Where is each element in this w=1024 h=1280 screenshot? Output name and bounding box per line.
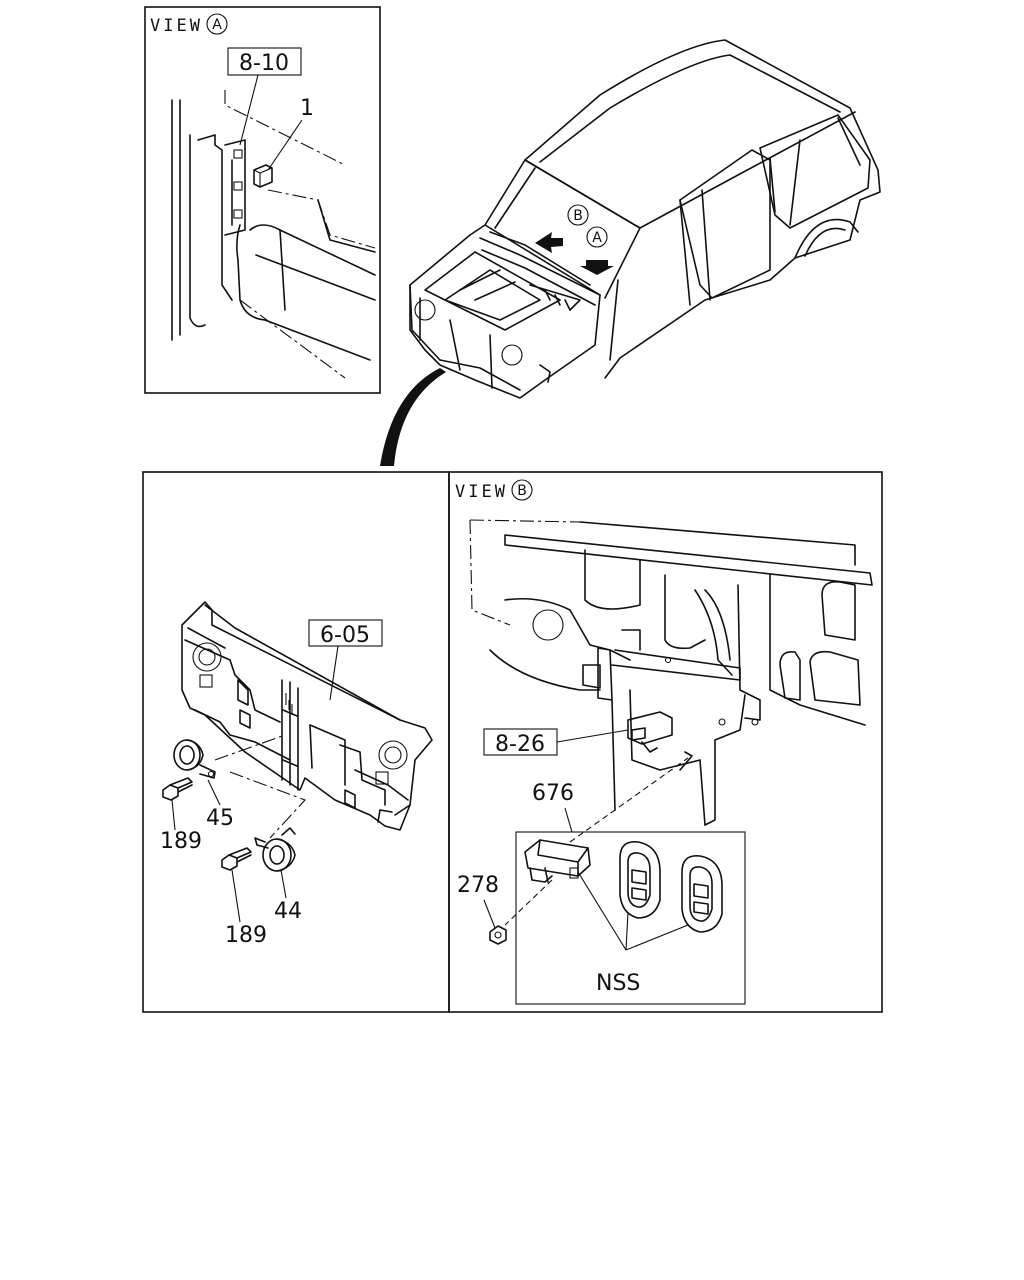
leader-189-center <box>231 869 241 923</box>
nut-278 <box>489 925 507 945</box>
ref-label-8-10: 8-10 <box>239 51 289 76</box>
part-label-189-center: 189 <box>225 923 267 948</box>
nss-kit-box <box>515 831 746 1005</box>
view-a-body-structure <box>171 90 376 379</box>
key-fob-right <box>681 855 723 933</box>
leader-8-10 <box>239 74 259 146</box>
arrow-a-icon <box>580 260 614 275</box>
leader-676 <box>564 807 573 833</box>
view-a-frame <box>144 6 381 394</box>
ref-box-6-05 <box>308 619 383 647</box>
leader-44 <box>280 869 287 899</box>
leader-8-26 <box>556 729 629 743</box>
marker-b-circle <box>567 204 589 226</box>
radiator-support <box>181 601 433 831</box>
leader-278 <box>483 899 496 929</box>
bolt-189-left <box>162 777 193 801</box>
view-b-circle <box>511 479 533 501</box>
detail-pointer <box>380 368 446 466</box>
ref-box-8-10 <box>227 47 302 76</box>
front-panel-detail: 6-05 <box>142 471 450 1013</box>
view-b-panel: VIEW B <box>448 471 883 1013</box>
part-label-44: 44 <box>274 899 302 924</box>
view-a-title: VIEW <box>150 16 203 36</box>
cowl-structure <box>469 519 873 826</box>
ref-label-8-26: 8-26 <box>495 732 545 757</box>
vehicle-body-illustration: B A <box>409 39 881 399</box>
marker-b-letter: B <box>573 208 583 224</box>
part-label-278: 278 <box>457 873 499 898</box>
leader-6-05 <box>329 645 339 701</box>
horn-44 <box>254 827 296 872</box>
control-module <box>524 839 591 883</box>
bolt-189-center <box>221 847 252 871</box>
view-a-letter: A <box>212 17 222 33</box>
part-label-676: 676 <box>532 781 574 806</box>
lower-left-frame <box>142 471 450 1013</box>
view-a-panel: VIEW A 8-10 1 <box>144 6 381 394</box>
view-b-letter: B <box>517 483 527 499</box>
arrow-b-icon <box>535 232 563 253</box>
horn-45 <box>173 739 216 779</box>
part-label-189-left: 189 <box>160 829 202 854</box>
view-b-frame <box>448 471 883 1013</box>
nss-label: NSS <box>596 971 640 996</box>
leader-45 <box>207 779 221 806</box>
marker-a-circle <box>586 226 608 248</box>
part-label-45: 45 <box>206 806 234 831</box>
ref-label-6-05: 6-05 <box>320 623 370 648</box>
leader-189-left <box>171 799 176 831</box>
view-a-circle <box>206 13 228 35</box>
part-label-1: 1 <box>300 96 314 121</box>
view-b-title: VIEW <box>455 482 508 502</box>
marker-a-letter: A <box>592 230 602 246</box>
key-fob-left <box>619 841 661 919</box>
leader-1 <box>267 119 303 171</box>
